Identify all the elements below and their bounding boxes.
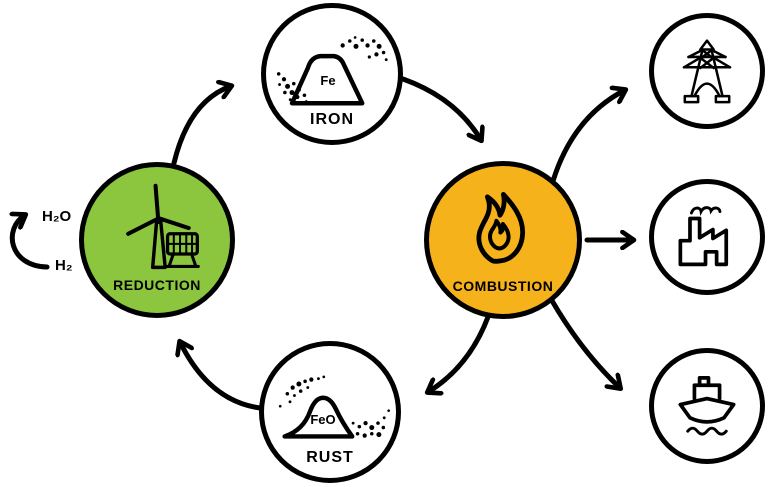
ship-icon (678, 376, 736, 436)
iron-pile-wrap: Fe (268, 33, 396, 118)
reduction-label: REDUCTION (113, 277, 201, 293)
smoke-squiggle (689, 206, 722, 216)
arrow-combustion-to-rust (428, 314, 491, 392)
arrow-combustion-to-power-grid (550, 90, 625, 184)
transmission-tower-icon (682, 39, 732, 104)
rust-powder-dots (278, 375, 390, 438)
fe-label: Fe (320, 73, 336, 88)
arrow-iron-to-combustion (400, 76, 481, 140)
iron-powder-dots (276, 36, 388, 103)
feo-label: FeO (310, 412, 336, 427)
iron-powder-pile-icon (276, 36, 388, 106)
arrow-combustion-to-shipping (548, 296, 620, 388)
flame-icon (476, 192, 526, 264)
node-iron: Fe IRON (261, 3, 403, 145)
rust-pile-wrap: FeO (266, 368, 394, 453)
node-industry (649, 179, 765, 295)
node-power-grid (649, 13, 765, 129)
combustion-label: COMBUSTION (452, 278, 554, 294)
iron-label: IRON (310, 111, 354, 128)
wind-turbine-and-solar-panel-icon (126, 183, 200, 270)
h2o-label: H₂O (42, 208, 72, 225)
node-reduction: REDUCTION (79, 162, 235, 318)
rust-powder-pile-icon (278, 375, 390, 439)
arrow-rust-to-reduction (180, 342, 263, 411)
node-shipping (649, 348, 765, 464)
rust-label: RUST (306, 449, 354, 466)
arrow-reduction-to-iron (171, 86, 231, 166)
node-combustion: COMBUSTION (424, 161, 582, 319)
factory-icon (678, 206, 729, 267)
node-rust: FeO RUST (259, 341, 401, 483)
h2-label: H₂ (55, 257, 73, 274)
